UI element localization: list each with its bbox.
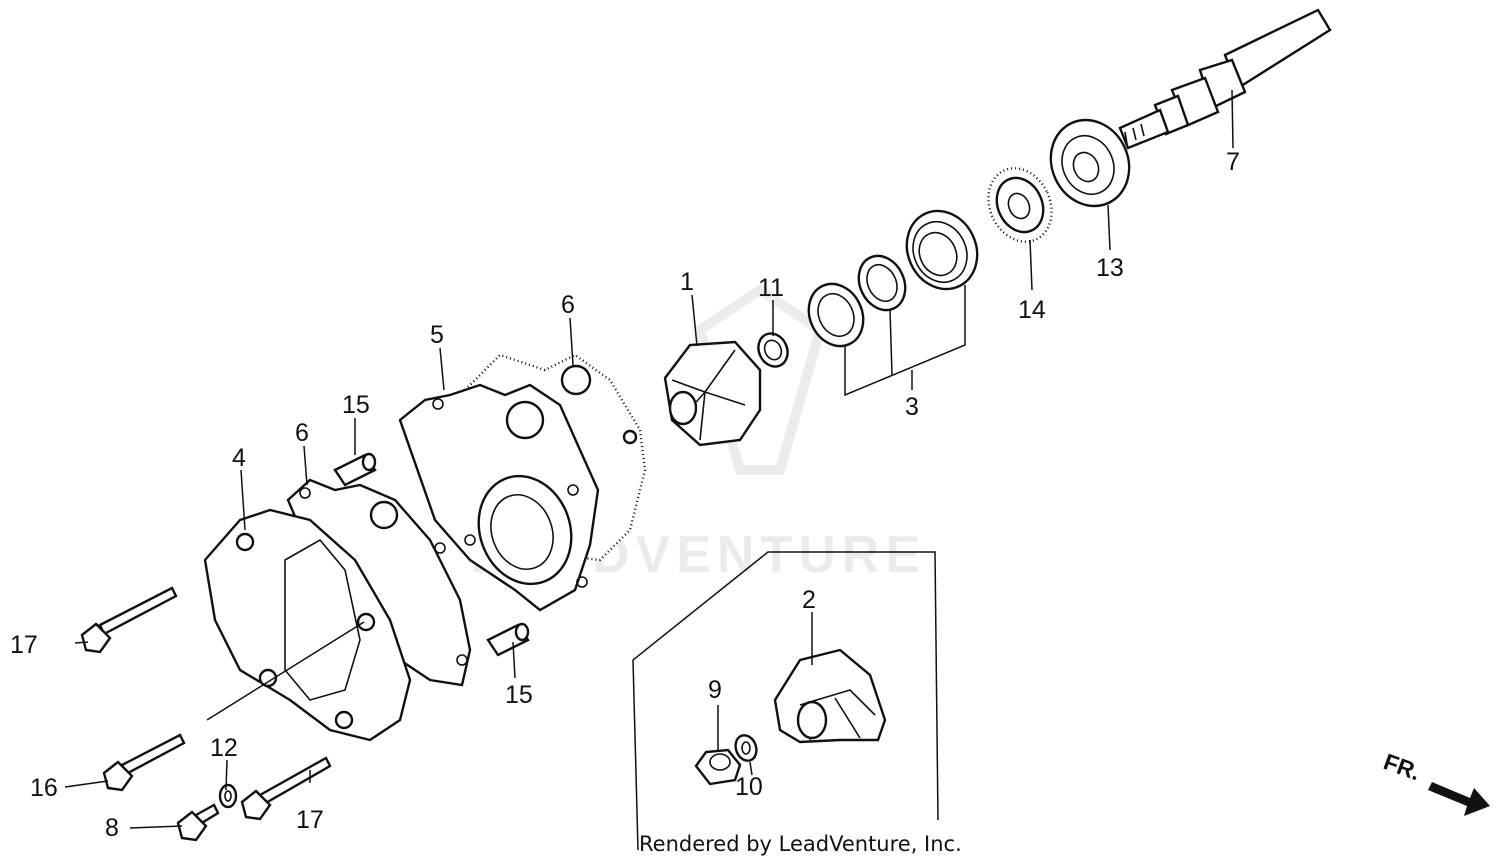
- callout-14: 14: [1018, 296, 1046, 324]
- credit-text: Rendered by LeadVenture, Inc.: [639, 832, 962, 856]
- callout-8: 8: [105, 814, 119, 842]
- callout-15-upper: 15: [342, 391, 370, 419]
- leader-lines: [64, 89, 1234, 851]
- dowel-pin-lower[interactable]: [486, 622, 530, 657]
- pump-housing-cover[interactable]: [203, 508, 412, 742]
- callout-4: 4: [232, 444, 246, 472]
- callout-6-upper: 6: [561, 291, 575, 319]
- callout-3: 3: [905, 393, 919, 421]
- pump-shaft[interactable]: [1118, 8, 1332, 150]
- pump-cover-plate[interactable]: [398, 383, 600, 612]
- flange-bolt-16[interactable]: [102, 733, 186, 792]
- ball-bearing-14[interactable]: [977, 158, 1063, 252]
- cap-nut[interactable]: [694, 748, 742, 786]
- flange-bolt-lower[interactable]: [240, 756, 332, 821]
- callout-15-lower: 15: [505, 681, 533, 709]
- callout-6-lower: 6: [295, 419, 309, 447]
- flange-bolt-upper-left[interactable]: [80, 586, 178, 654]
- callout-5: 5: [430, 321, 444, 349]
- washer-11[interactable]: [753, 329, 793, 372]
- impeller-1[interactable]: [663, 340, 762, 447]
- callout-11: 11: [758, 274, 784, 302]
- callout-10: 10: [735, 773, 763, 801]
- callout-2: 2: [802, 586, 816, 614]
- callout-17-upper: 17: [10, 631, 38, 659]
- front-label: FR.: [1380, 748, 1424, 785]
- impeller-2[interactable]: [773, 648, 887, 744]
- ball-bearing-13[interactable]: [1037, 107, 1143, 219]
- callout-13: 13: [1096, 254, 1124, 282]
- callout-12: 12: [210, 734, 238, 762]
- callout-labels: 1 2 3 4 5 6 6 7 8 9 10 11 12 13 14 15 15…: [10, 148, 1240, 842]
- mechanical-seal-set[interactable]: [799, 199, 990, 355]
- front-arrow-icon: [1428, 782, 1490, 816]
- callout-1: 1: [680, 268, 694, 296]
- washer-12[interactable]: [218, 783, 238, 809]
- callout-7: 7: [1226, 148, 1240, 176]
- bolt-8[interactable]: [176, 803, 220, 842]
- callout-9: 9: [708, 676, 722, 704]
- washer-10[interactable]: [732, 732, 760, 763]
- callout-16: 16: [30, 774, 58, 802]
- front-direction-indicator: FR.: [1380, 748, 1490, 816]
- dowel-pin-upper[interactable]: [333, 452, 377, 487]
- callout-17-lower: 17: [296, 806, 324, 834]
